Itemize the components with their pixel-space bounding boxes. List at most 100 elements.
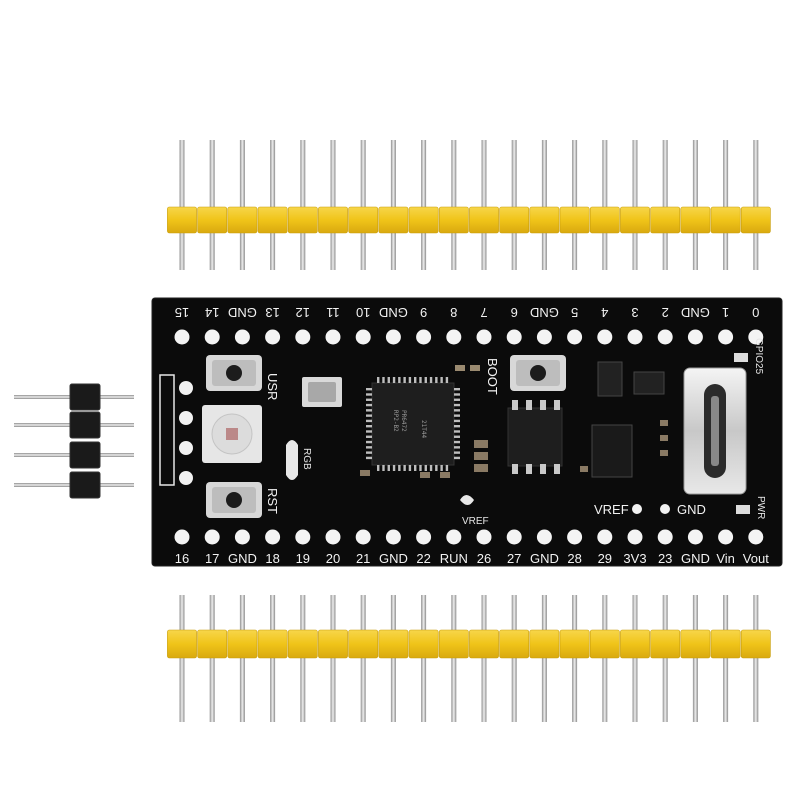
- header-plastic-segment: [318, 206, 348, 234]
- pin-label: Vin: [716, 551, 735, 566]
- header-pin: [662, 595, 668, 722]
- header-pin: [632, 595, 638, 722]
- pin-pad: [536, 329, 552, 345]
- pin-pad: [295, 529, 311, 545]
- small-header-plastic: [69, 383, 101, 411]
- side-header-outline: [159, 374, 175, 486]
- pin-pad: [718, 529, 734, 545]
- header-plastic-segment: [499, 206, 530, 234]
- pin-pad: [506, 329, 522, 345]
- vref-pad: [632, 504, 642, 514]
- header-pin: [692, 595, 698, 722]
- pin-pad: [355, 329, 371, 345]
- rgb-led: [202, 405, 262, 463]
- pin-pad: [204, 329, 220, 345]
- pin-pad: [567, 329, 583, 345]
- ldo-chip: [591, 424, 633, 478]
- pin-pad: [234, 529, 250, 545]
- pin-label: 11: [326, 305, 340, 320]
- bottom-pad-row: [174, 529, 764, 545]
- pin-pad: [174, 529, 190, 545]
- header-pin: [421, 140, 427, 270]
- crystal-oscillator: [302, 377, 342, 407]
- vref-jumper-pad: [460, 495, 474, 505]
- gpio25-led: [734, 353, 748, 362]
- header-pin: [330, 140, 336, 270]
- small-header-plastic: [69, 441, 101, 469]
- header-plastic-segment: [740, 629, 771, 659]
- pin-pad: [627, 529, 643, 545]
- pin-label: 20: [326, 551, 340, 566]
- header-plastic-segment: [529, 206, 560, 234]
- header-plastic-segment: [499, 629, 530, 659]
- mcu-text-1: RP2-B2: [392, 410, 399, 432]
- pin-label: 28: [567, 551, 581, 566]
- header-plastic-segment: [287, 206, 318, 234]
- pin-pad: [748, 329, 764, 345]
- pin-label: 14: [205, 305, 219, 320]
- pin-label: GND: [379, 551, 408, 566]
- header-plastic-segment: [589, 629, 620, 659]
- pin-pad: [597, 329, 613, 345]
- pin-label: 4: [601, 305, 608, 320]
- pin-label: 17: [205, 551, 219, 566]
- header-plastic-segment: [529, 629, 560, 659]
- pin-label: 26: [477, 551, 491, 566]
- usr-button: [206, 355, 262, 391]
- header-pin: [723, 595, 729, 722]
- header-plastic-segment: [378, 629, 409, 659]
- header-pin: [753, 140, 759, 270]
- pin-pad: [325, 529, 341, 545]
- header-plastic-segment: [227, 629, 258, 659]
- pin-label: GND: [379, 305, 408, 320]
- header-plastic-segment: [680, 629, 711, 659]
- header-plastic-segment: [227, 206, 258, 234]
- pin-pad: [687, 529, 703, 545]
- header-pin: [300, 595, 306, 722]
- header-plastic-segment: [469, 206, 499, 234]
- header-pin: [239, 595, 245, 722]
- usb-c-connector: [683, 367, 747, 495]
- pin-pad: [536, 529, 552, 545]
- pin-label: 6: [511, 305, 518, 320]
- pin-label: GND: [228, 305, 257, 320]
- voltage-regulator-1: [597, 361, 623, 397]
- pin-label: 19: [296, 551, 310, 566]
- header-pin: [481, 140, 487, 270]
- pin-label: 21: [356, 551, 370, 566]
- pin-pad: [295, 329, 311, 345]
- header-plastic-segment: [167, 629, 197, 659]
- header-pin: [602, 140, 608, 270]
- header-plastic-segment: [710, 629, 741, 659]
- rp2040-chip: RP2-B2 PR6472 21T44: [366, 377, 460, 471]
- header-pin: [209, 140, 215, 270]
- pin-pad: [265, 529, 281, 545]
- header-plastic-segment: [710, 206, 741, 234]
- header-plastic-segment: [167, 206, 197, 234]
- header-plastic-segment: [257, 206, 288, 234]
- header-pin: [270, 595, 276, 722]
- header-pin: [481, 595, 487, 722]
- yellow-pin-header-bottom: [167, 595, 771, 722]
- header-pin: [300, 140, 306, 270]
- header-plastic-segment: [197, 629, 228, 659]
- pin-pad: [174, 329, 190, 345]
- pin-label: RUN: [440, 551, 468, 566]
- rgb-label: RGB: [301, 448, 312, 470]
- pin-label: GND: [228, 551, 257, 566]
- header-plastic-segment: [620, 629, 650, 659]
- pin-label: 7: [480, 305, 487, 320]
- header-pin: [662, 140, 668, 270]
- pin-pad: [385, 329, 401, 345]
- pin-label: 12: [296, 305, 310, 320]
- header-pin: [451, 140, 457, 270]
- header-pin: [602, 595, 608, 722]
- pin-label: 15: [175, 305, 189, 320]
- pin-pad: [446, 329, 462, 345]
- header-pin: [390, 140, 396, 270]
- pin-label: 9: [420, 305, 427, 320]
- header-plastic-segment: [378, 206, 409, 234]
